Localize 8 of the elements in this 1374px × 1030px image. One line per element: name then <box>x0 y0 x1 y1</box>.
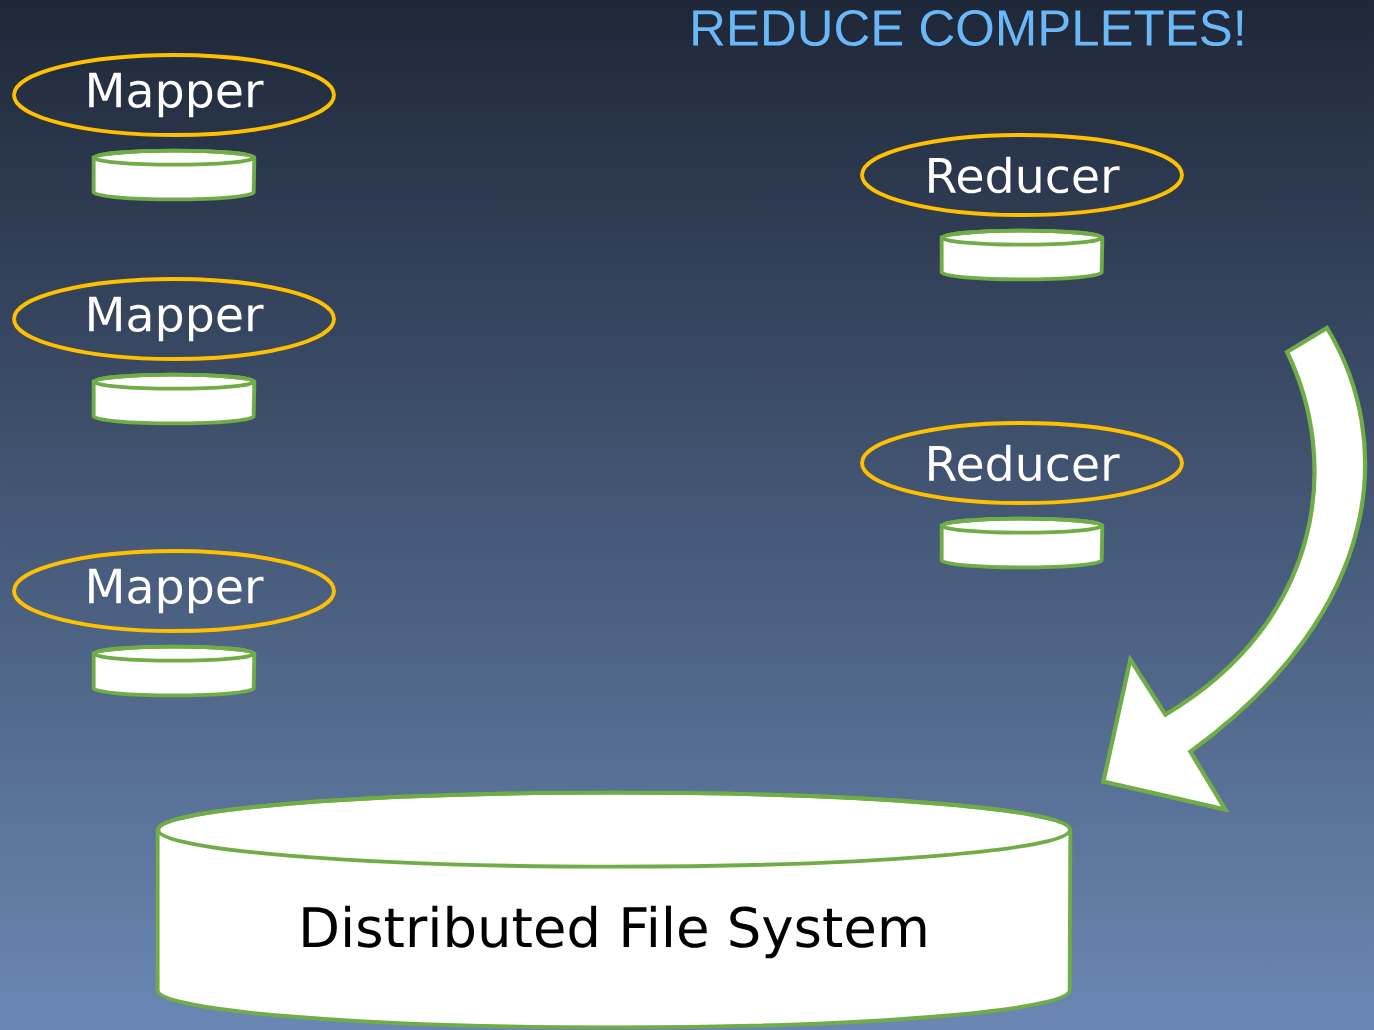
storage-cylinder <box>939 228 1105 282</box>
storage-cylinder <box>91 372 257 426</box>
title: REDUCE COMPLETES! <box>693 9 1243 47</box>
storage-cylinder <box>91 644 257 698</box>
storage-cylinder: Distributed File System <box>155 790 1073 1030</box>
storage-cylinder <box>939 516 1105 570</box>
storage-cylinder <box>91 148 257 202</box>
curved-arrow <box>1101 325 1368 812</box>
